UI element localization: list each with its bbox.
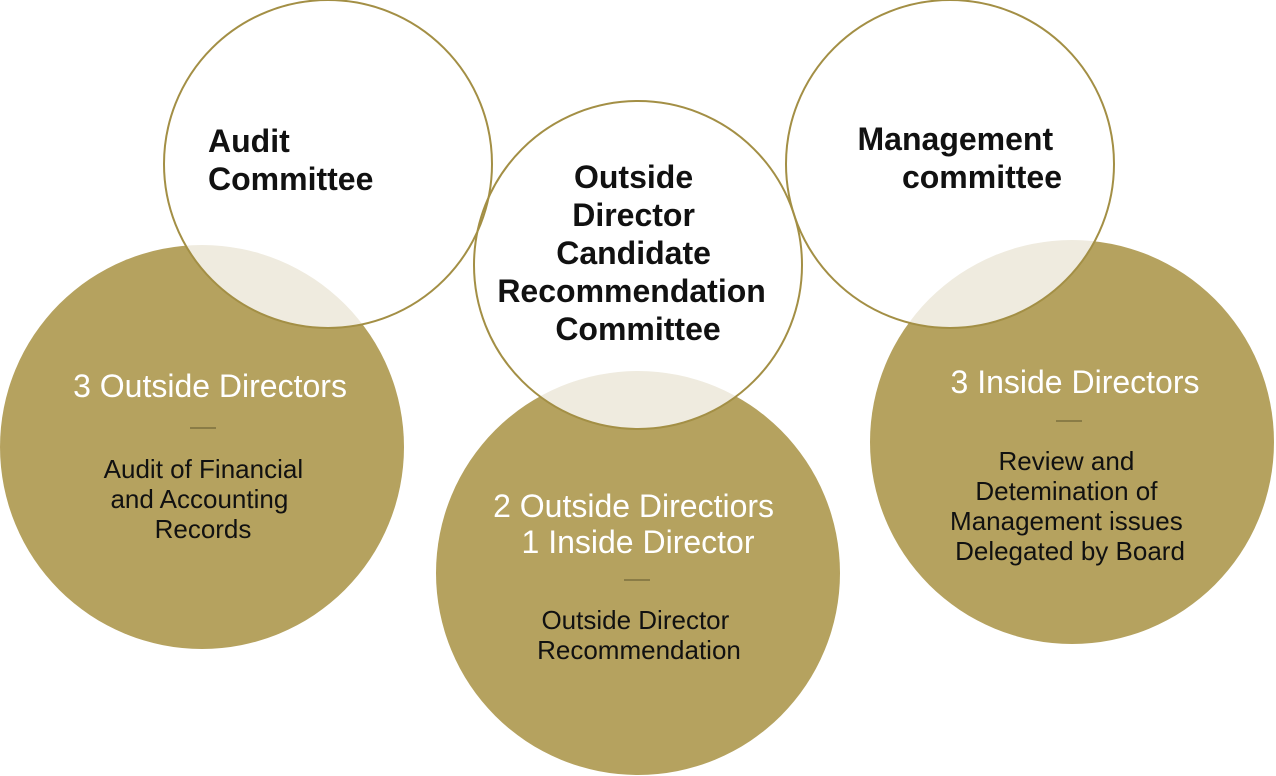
recommendation-committee-members-circle xyxy=(436,371,840,775)
recommendation-committee-title: Outside Director Candidate Recommendatio… xyxy=(497,159,774,347)
recommendation-committee-members-line: 1 Inside Director xyxy=(522,524,755,560)
recommendation-committee-role-line: Outside Director xyxy=(541,605,729,635)
management-committee-members: 3 Inside Directors xyxy=(951,364,1200,400)
management-committee-role-line: Delegated by Board xyxy=(955,536,1185,566)
audit-committee-title-line: Audit xyxy=(208,123,290,159)
management-committee-title: Management committee xyxy=(858,121,1062,195)
audit-committee-title: Audit Committee xyxy=(208,123,373,197)
recommendation-committee-title-line: Director xyxy=(572,197,695,233)
management-committee-members-line: 3 Inside Directors xyxy=(951,364,1200,400)
management-committee-overlap xyxy=(870,240,1114,328)
recommendation-committee-role: Outside Director Recommendation xyxy=(537,605,741,665)
recommendation-committee-title-line: Outside xyxy=(574,159,693,195)
management-committee-role-line: Detemination of xyxy=(975,476,1158,506)
recommendation-committee-title-outline xyxy=(473,100,803,430)
audit-committee-title-circle xyxy=(164,0,492,328)
audit-committee-role: Audit of Financial and Accounting Record… xyxy=(104,454,311,544)
audit-committee-role-line: Audit of Financial xyxy=(104,454,303,484)
recommendation-committee-members: 2 Outside Directiors 1 Inside Director xyxy=(493,488,783,560)
management-committee-role-line: Management issues xyxy=(950,506,1183,536)
management-committee-members-circle xyxy=(870,240,1274,644)
recommendation-committee-title-line: Committee xyxy=(555,311,720,347)
audit-committee-members-line: 3 Outside Directors xyxy=(73,368,347,404)
recommendation-committee-title-line: Candidate xyxy=(556,235,711,271)
audit-committee-role-line: Records xyxy=(155,514,252,544)
audit-committee-members: 3 Outside Directors xyxy=(73,368,347,404)
recommendation-committee-members-line: 2 Outside Directiors xyxy=(493,488,774,524)
management-committee-title-line: Management xyxy=(858,121,1054,157)
management-committee-title-outline xyxy=(785,0,1115,329)
management-committee-role: Review and Detemination of Management is… xyxy=(950,446,1190,566)
management-committee-role-line: Review and xyxy=(998,446,1134,476)
recommendation-committee-title-circle xyxy=(474,101,802,429)
recommendation-committee-role-line: Recommendation xyxy=(537,635,741,665)
audit-committee-role-line: and Accounting xyxy=(110,484,288,514)
audit-committee-title-outline xyxy=(163,0,493,329)
management-committee-title-line: committee xyxy=(902,159,1062,195)
audit-committee-members-circle xyxy=(0,245,404,649)
audit-committee-title-line: Committee xyxy=(208,161,373,197)
recommendation-committee-title-line: Recommendation xyxy=(497,273,765,309)
